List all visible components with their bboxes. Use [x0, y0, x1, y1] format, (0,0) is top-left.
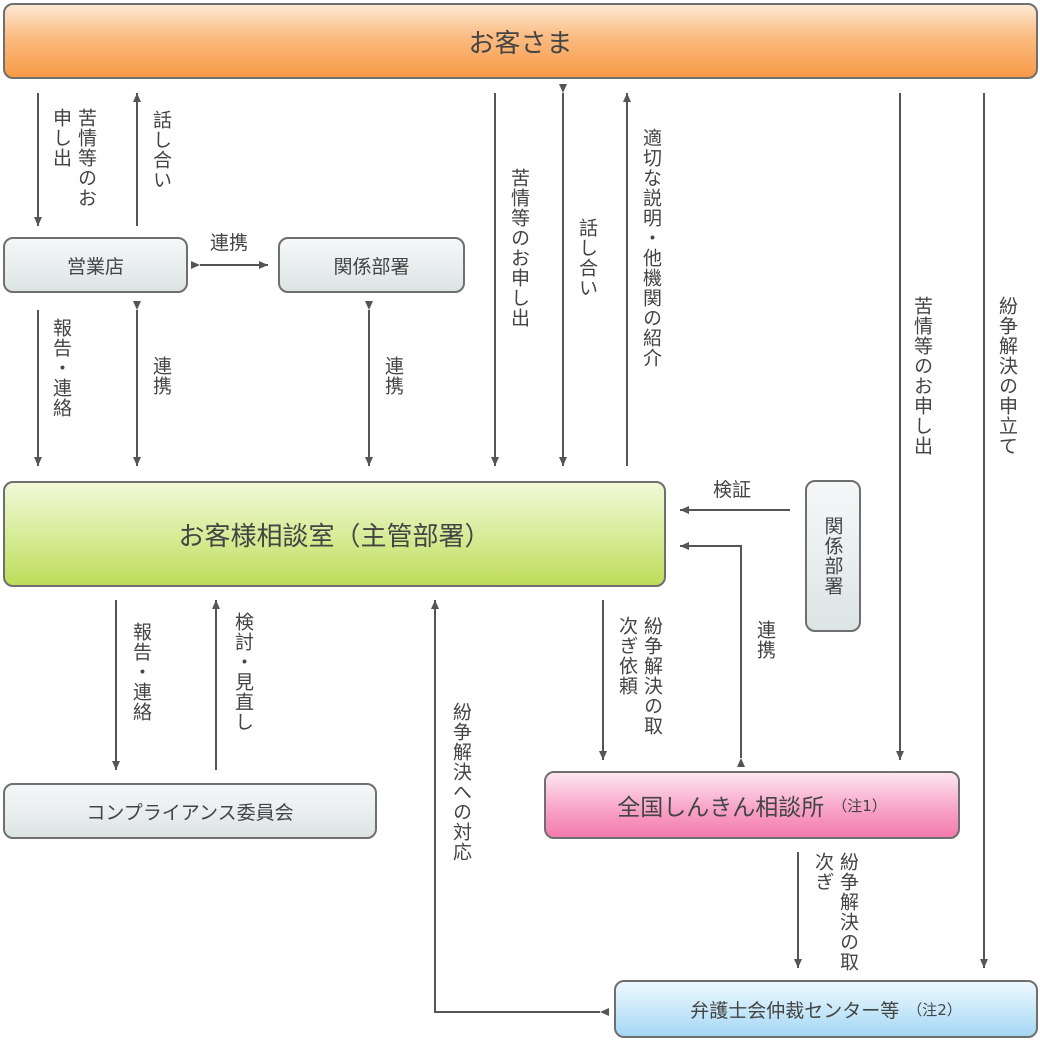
label-room-report: 報告・連絡: [130, 622, 152, 722]
label-cust-to-bengoshi: 紛争解決の申立て: [996, 296, 1018, 456]
bengoshi-box: 弁護士会仲裁センター等 （注2）: [614, 980, 1038, 1038]
related-dept-right-label: 関係部署: [821, 516, 844, 596]
label-branch-link: 連携: [150, 356, 172, 396]
customer-box: お客さま: [3, 3, 1038, 79]
related-dept-top-label: 関係部署: [333, 255, 410, 278]
compliance-label: コンプライアンス委員会: [86, 801, 294, 824]
bengoshi-note: （注2）: [907, 1000, 962, 1019]
label-branch-to-cust: 話し合い: [150, 110, 172, 190]
consult-room-label: お客様相談室（主管部署）: [178, 521, 491, 552]
arrow-dispute-response: [431, 600, 609, 1016]
consult-room-box: お客様相談室（主管部署）: [3, 481, 666, 587]
customer-label: お客さま: [468, 28, 573, 59]
label-dispute-forward: 紛争解決の取次ぎ: [812, 852, 859, 972]
label-dispute-response: 紛争解決への対応: [450, 702, 472, 862]
label-zenkoku-link: 連携: [754, 620, 776, 660]
label-room-explain: 適切な説明・他機関の紹介: [640, 128, 662, 368]
zenkoku-label: 全国しんきん相談所: [617, 795, 825, 821]
label-cust-to-room: 苦情等のお申し出: [508, 168, 530, 328]
label-cust-to-zenkoku: 苦情等のお申し出: [911, 296, 933, 456]
branch-box: 営業店: [3, 237, 188, 293]
label-compliance-review: 検討・見直し: [232, 612, 254, 732]
label-related-link: 連携: [382, 356, 404, 396]
label-verify: 検証: [713, 479, 752, 501]
related-dept-top-box: 関係部署: [278, 237, 465, 293]
arrow-zenkoku-link: [680, 542, 745, 767]
label-dispute-request: 紛争解決の取次ぎ依頼: [616, 616, 663, 736]
zenkoku-note: （注1）: [832, 796, 887, 815]
branch-label: 営業店: [66, 255, 124, 278]
compliance-box: コンプライアンス委員会: [3, 783, 377, 839]
zenkoku-box: 全国しんきん相談所 （注1）: [544, 771, 960, 839]
related-dept-right-box: 関係部署: [805, 480, 861, 632]
label-branch-report: 報告・連絡: [50, 318, 72, 418]
label-room-talk: 話し合い: [576, 218, 598, 298]
label-cust-to-branch: 苦情等のお申し出: [50, 108, 97, 208]
bengoshi-label: 弁護士会仲裁センター等: [690, 999, 900, 1022]
label-branch-related-link: 連携: [210, 232, 249, 254]
